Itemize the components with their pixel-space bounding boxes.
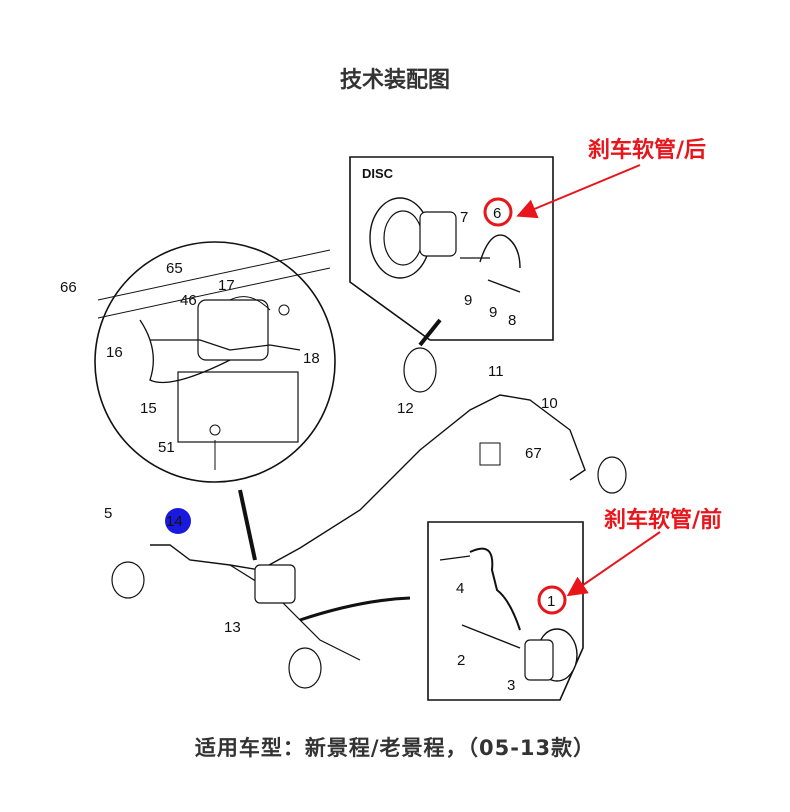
- callout-6: 6: [493, 205, 501, 222]
- callout-17: 17: [218, 277, 235, 294]
- disc-label: DISC: [362, 166, 394, 181]
- callout-7: 7: [460, 209, 468, 226]
- brake-line-routing: [111, 318, 627, 689]
- callout-16: 16: [106, 344, 123, 361]
- page-title: 技术装配图: [339, 68, 450, 93]
- callout-10: 10: [541, 395, 558, 412]
- front-hose-arrow: [566, 531, 661, 597]
- disc-inset: [349, 156, 554, 341]
- front-brake-hose-label: 刹车软管/前: [604, 508, 723, 533]
- callout-5: 5: [104, 505, 112, 522]
- callout-66: 66: [60, 279, 77, 296]
- callout-46: 46: [180, 292, 197, 309]
- callout-65: 65: [166, 260, 183, 277]
- front-hose-highlight-ring: [537, 585, 567, 615]
- rear-hose-highlight-ring: [483, 197, 513, 227]
- callout-15: 15: [140, 400, 157, 417]
- callout-9a: 9: [464, 292, 472, 309]
- callout-8: 8: [508, 312, 516, 329]
- callout-4: 4: [456, 580, 464, 597]
- callout-51: 51: [158, 439, 175, 456]
- applicable-models-text: 适用车型：新景程/老景程，（05-13款）: [194, 736, 596, 760]
- rear-hose-arrow: [516, 164, 641, 219]
- callout-14: 14: [166, 513, 183, 530]
- callout-2: 2: [457, 652, 465, 669]
- callout-12: 12: [397, 400, 414, 417]
- callout-3: 3: [507, 677, 515, 694]
- callout-11: 11: [488, 363, 504, 380]
- front-hose-inset: [427, 521, 584, 701]
- callout-18: 18: [303, 350, 320, 367]
- rear-brake-hose-label: 刹车软管/后: [588, 138, 707, 163]
- callout-9b: 9: [489, 304, 497, 321]
- highlight-marker-14: [165, 508, 191, 534]
- callout-13: 13: [224, 619, 241, 636]
- callout-1: 1: [547, 593, 555, 610]
- callout-67: 67: [525, 445, 542, 462]
- engine-bay-detail: [94, 241, 336, 483]
